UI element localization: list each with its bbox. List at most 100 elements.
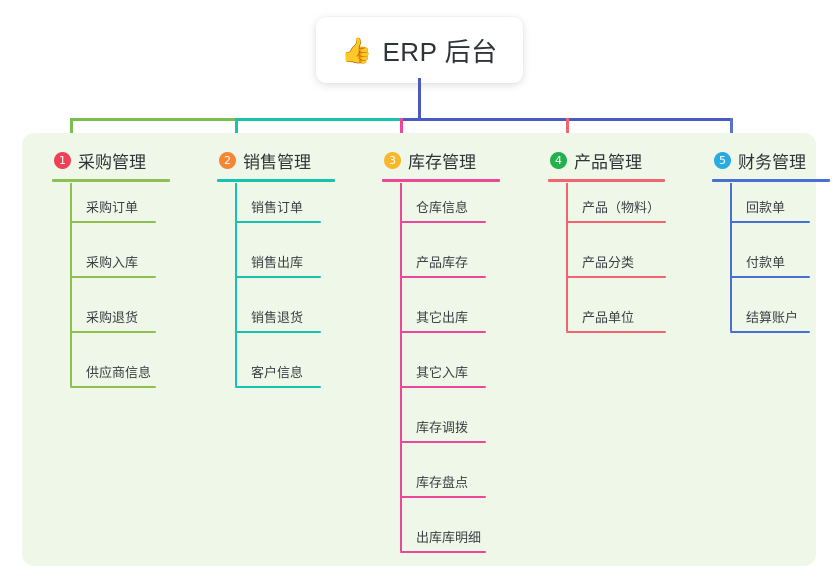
leaf-node[interactable]: 采购入库 xyxy=(70,252,156,278)
leaf-rule xyxy=(730,331,810,333)
column-spine-4 xyxy=(566,183,568,331)
leaf-label: 其它出库 xyxy=(416,310,469,325)
leaf-node[interactable]: 其它入库 xyxy=(400,362,486,388)
leaf-rule xyxy=(730,221,810,223)
leaf-rule xyxy=(400,441,486,443)
column-title-1: 采购管理 xyxy=(78,152,146,172)
leaf-label: 销售订单 xyxy=(251,200,304,215)
column-rule-2 xyxy=(217,179,335,182)
leaf-node[interactable]: 产品分类 xyxy=(566,252,666,278)
leaf-rule xyxy=(235,221,321,223)
leaf-rule xyxy=(566,331,666,333)
column-3: 3 库存管理仓库信息产品库存其它出库其它入库库存调拨库存盘点出库库明细 xyxy=(382,133,542,553)
column-title-2: 销售管理 xyxy=(243,152,311,172)
leaf-node[interactable]: 供应商信息 xyxy=(70,362,156,388)
leaf-label: 出库库明细 xyxy=(416,530,482,545)
leaf-node[interactable]: 出库库明细 xyxy=(400,527,486,553)
leaf-label: 销售出库 xyxy=(251,255,304,270)
column-1: 1 采购管理采购订单采购入库采购退货供应商信息 xyxy=(52,133,212,388)
leaf-node[interactable]: 回款单 xyxy=(730,197,810,223)
leaf-label: 仓库信息 xyxy=(416,200,469,215)
leaf-rule xyxy=(400,496,486,498)
thumbs-up-icon: 👍 xyxy=(341,36,373,65)
leaf-node[interactable]: 库存盘点 xyxy=(400,472,486,498)
column-badge-icon-4: 4 xyxy=(550,151,567,169)
leaf-label: 回款单 xyxy=(746,200,786,215)
leaf-node[interactable]: 产品库存 xyxy=(400,252,486,278)
leaf-rule xyxy=(566,276,666,278)
column-4: 4 产品管理产品（物料） 产品分类产品单位 xyxy=(548,133,708,333)
leaf-node[interactable]: 客户信息 xyxy=(235,362,321,388)
leaf-label: 结算账户 xyxy=(746,310,799,325)
leaf-label: 产品分类 xyxy=(582,255,635,270)
leaf-label: 产品单位 xyxy=(582,310,635,325)
column-header-2[interactable]: 2 销售管理 xyxy=(217,147,377,173)
mindmap-canvas: 1 采购管理采购订单采购入库采购退货供应商信息 2 销售管理销售订单销售出库销售退货客… xyxy=(22,133,830,566)
leaf-node[interactable]: 销售出库 xyxy=(235,252,321,278)
column-badge-icon-2: 2 xyxy=(219,151,236,169)
leaf-rule xyxy=(235,331,321,333)
leaf-rule xyxy=(400,221,486,223)
leaf-node[interactable]: 付款单 xyxy=(730,252,810,278)
leaf-rule xyxy=(400,331,486,333)
leaf-label: 产品（物料） xyxy=(582,200,661,215)
column-title-3: 库存管理 xyxy=(408,152,476,172)
leaf-rule xyxy=(235,276,321,278)
leaf-rule xyxy=(70,386,156,388)
leaf-node[interactable]: 仓库信息 xyxy=(400,197,486,223)
leaf-label: 采购入库 xyxy=(86,255,139,270)
leaf-label: 销售退货 xyxy=(251,310,304,325)
leaf-rule xyxy=(400,551,486,553)
column-badge-icon-1: 1 xyxy=(54,151,71,169)
column-rule-3 xyxy=(382,179,500,182)
bus-segment-2 xyxy=(235,118,400,121)
leaf-node[interactable]: 其它出库 xyxy=(400,307,486,333)
column-rule-4 xyxy=(548,179,665,182)
column-rule-5 xyxy=(712,179,830,182)
leaf-rule xyxy=(730,276,810,278)
column-spine-3 xyxy=(400,183,402,551)
column-title-5: 财务管理 xyxy=(738,152,806,172)
column-header-1[interactable]: 1 采购管理 xyxy=(52,147,212,173)
leaf-node[interactable]: 库存调拨 xyxy=(400,417,486,443)
column-rule-1 xyxy=(52,179,170,182)
leaf-label: 库存调拨 xyxy=(416,420,469,435)
leaf-node[interactable]: 产品（物料） xyxy=(566,197,666,223)
leaf-rule xyxy=(566,221,666,223)
column-spine-5 xyxy=(730,183,732,331)
column-badge-icon-3: 3 xyxy=(384,151,401,169)
leaf-node[interactable]: 销售退货 xyxy=(235,307,321,333)
leaf-node[interactable]: 销售订单 xyxy=(235,197,321,223)
column-header-5[interactable]: 5 财务管理 xyxy=(712,147,839,173)
leaf-node[interactable]: 产品单位 xyxy=(566,307,666,333)
leaf-label: 库存盘点 xyxy=(416,475,469,490)
column-spine-2 xyxy=(235,183,237,386)
leaf-label: 采购订单 xyxy=(86,200,139,215)
leaf-node[interactable]: 结算账户 xyxy=(730,307,810,333)
leaf-node[interactable]: 采购退货 xyxy=(70,307,156,333)
column-5: 5 财务管理回款单付款单结算账户 xyxy=(712,133,839,333)
column-header-3[interactable]: 3 库存管理 xyxy=(382,147,542,173)
leaf-node[interactable]: 采购订单 xyxy=(70,197,156,223)
leaf-rule xyxy=(400,386,486,388)
leaf-label: 付款单 xyxy=(746,255,786,270)
root-trunk-connector xyxy=(418,78,421,121)
column-spine-1 xyxy=(70,183,72,386)
root-node-box[interactable]: 👍 ERP 后台 xyxy=(316,17,523,83)
leaf-label: 客户信息 xyxy=(251,365,304,380)
leaf-label: 采购退货 xyxy=(86,310,139,325)
column-badge-icon-5: 5 xyxy=(714,151,731,169)
bus-segment-1 xyxy=(70,118,235,121)
column-header-4[interactable]: 4 产品管理 xyxy=(548,147,708,173)
leaf-rule xyxy=(70,331,156,333)
column-title-4: 产品管理 xyxy=(574,152,642,172)
leaf-label: 供应商信息 xyxy=(86,365,152,380)
leaf-rule xyxy=(70,221,156,223)
leaf-rule xyxy=(70,276,156,278)
leaf-rule xyxy=(400,276,486,278)
leaf-label: 产品库存 xyxy=(416,255,469,270)
leaf-rule xyxy=(235,386,321,388)
leaf-label: 其它入库 xyxy=(416,365,469,380)
root-title: ERP 后台 xyxy=(382,36,498,67)
column-2: 2 销售管理销售订单销售出库销售退货客户信息 xyxy=(217,133,377,388)
